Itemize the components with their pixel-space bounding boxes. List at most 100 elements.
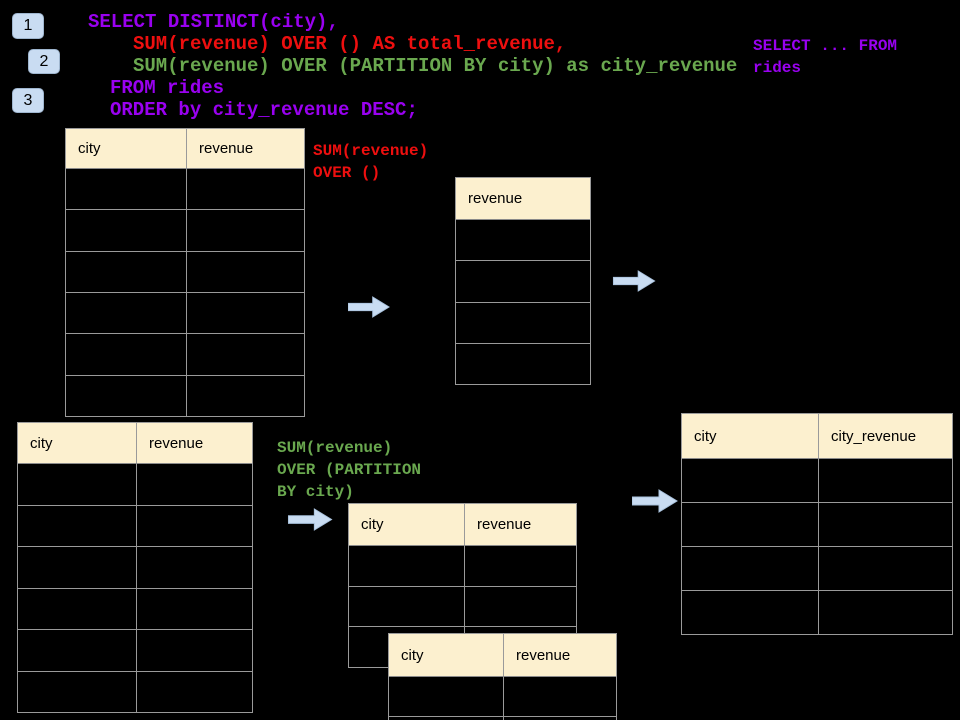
table-header-row: city revenue [349,504,576,546]
table-row [18,504,252,547]
table-row [66,209,304,251]
table-source-top: city revenue [65,128,305,417]
table-row [66,374,304,416]
table-cell [66,210,186,250]
table-cell [18,672,136,713]
column-header-revenue: revenue [136,423,252,463]
table-row [456,220,590,260]
side-code-select-from: SELECT ... FROM [753,37,898,55]
table-body [18,464,252,712]
table-cell [186,210,304,251]
table-cell [18,547,136,588]
label-total-window-line2: OVER () [313,164,381,182]
table-cell [66,376,186,416]
column-header-city: city [361,516,384,533]
arrow-right-icon [612,270,656,292]
table-cell [136,588,252,629]
table-cell [818,503,952,546]
table-row [349,585,576,627]
step-badge-1: 1 [12,13,44,39]
table-body [682,459,952,634]
table-row [18,587,252,630]
table-body [389,677,616,720]
table-cell [18,630,136,671]
table-row [66,169,304,210]
table-cell [818,547,952,590]
arrow-right-icon [287,508,333,531]
table-row [349,546,576,586]
table-row [389,716,616,720]
table-cell [682,459,818,502]
sql-line-city-revenue: SUM(revenue) OVER (PARTITION BY city) as… [133,55,738,77]
column-header-city_revenue: city_revenue [818,414,952,458]
table-row [682,546,952,590]
table-cell [349,587,464,627]
table-total-revenue: revenue [455,177,591,385]
step-badge-3: 3 [12,88,44,113]
label-partition-window-line1: SUM(revenue) [277,439,393,457]
table-row [456,260,590,301]
table-cell [456,303,590,343]
table-cell [66,252,186,292]
table-row [18,629,252,671]
sql-line-from: FROM rides [110,77,225,99]
column-header-city: city [401,646,424,664]
table-cell [66,169,186,209]
table-body [66,169,304,416]
table-cell [503,677,616,716]
arrow-right-icon [348,296,390,318]
sql-line-total-revenue: SUM(revenue) OVER () AS total_revenue, [133,33,567,55]
column-header-revenue: revenue [503,634,616,676]
table-cell [186,292,304,334]
table-row [456,301,590,343]
table-cell [682,547,818,590]
table-row [389,677,616,716]
column-header-city: city [78,140,101,157]
step-badge-3-label: 3 [23,91,33,109]
table-cell [818,459,952,502]
sql-line-order-by: ORDER by city_revenue DESC; [110,99,418,121]
table-partition-back: city revenue [348,503,577,668]
table-cell [136,464,252,505]
table-header-row: city revenue [66,129,304,169]
step-badge-1-label: 1 [23,17,33,34]
step-badge-2-label: 2 [39,52,49,70]
table-row [18,546,252,588]
column-header-revenue: revenue [186,129,304,168]
table-cell [18,464,136,505]
table-cell [389,677,503,716]
table-row [18,670,252,713]
step-badge-2: 2 [28,49,60,74]
table-cell [136,630,252,671]
table-cell [456,344,590,384]
table-body [456,220,590,384]
label-partition-window-line2: OVER (PARTITION [277,461,422,479]
table-cell [18,506,136,547]
side-code-rides: rides [753,59,802,77]
table-row [682,459,952,502]
table-cell [464,546,576,586]
table-cell [682,591,818,634]
arrow-right-icon [632,489,678,513]
table-cell [186,375,304,416]
table-row [66,291,304,334]
sql-line-select: SELECT DISTINCT(city), [88,11,339,33]
table-cell [682,503,818,546]
table-row [66,333,304,375]
label-total-window-line1: SUM(revenue) [313,142,429,160]
table-cell [66,334,186,374]
table-cell [136,671,252,712]
table-header-row: city revenue [389,634,616,677]
table-cell [464,586,576,627]
table-cell [503,717,616,720]
table-row [682,590,952,634]
table-cell [456,261,590,301]
table-cell [136,547,252,588]
table-cell [456,220,590,260]
table-row [18,464,252,505]
column-header-revenue: revenue [464,504,576,545]
column-header-city: city [694,427,717,445]
table-cell [18,589,136,630]
